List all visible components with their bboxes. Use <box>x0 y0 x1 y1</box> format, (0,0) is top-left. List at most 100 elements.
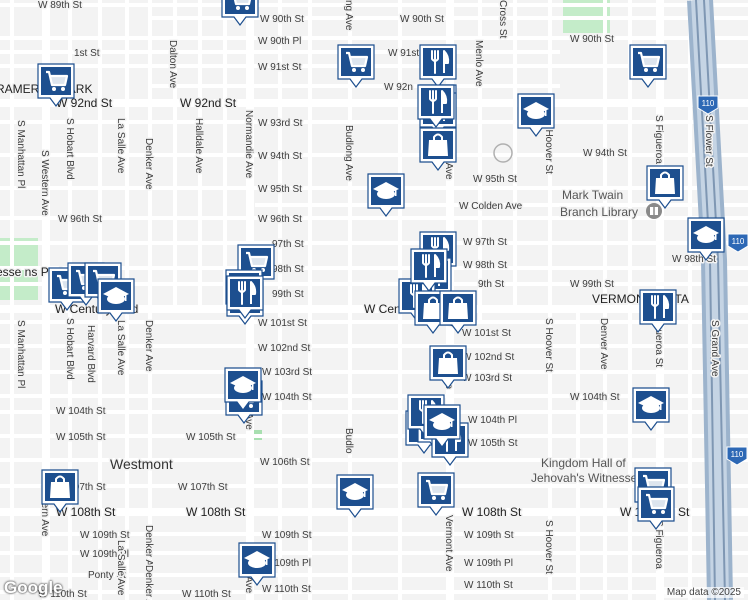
street-label: W 98th St <box>463 260 507 271</box>
restaurant-icon <box>238 281 257 305</box>
grocery-marker[interactable] <box>37 63 75 107</box>
school-marker[interactable] <box>423 404 461 448</box>
grocery-icon <box>46 70 69 91</box>
shopping-icon <box>448 296 468 319</box>
avenue-label: La Salle Ave <box>115 540 126 596</box>
poi-label-library-1: Mark Twain <box>562 188 623 202</box>
grocery-marker[interactable] <box>637 486 675 530</box>
school-icon <box>230 376 256 393</box>
street-label: W 104th St <box>56 406 106 417</box>
shopping-marker[interactable] <box>429 345 467 389</box>
poi-label-kingdom-2: Jehovah's Witnesses <box>531 471 643 485</box>
school-icon <box>429 413 455 430</box>
street-label: 98th St <box>272 264 304 275</box>
restaurant-marker[interactable] <box>417 84 455 128</box>
avenue-label: S Grand Ave <box>709 320 720 377</box>
svg-text:110: 110 <box>731 450 744 459</box>
street-label: W 101st St <box>258 318 307 329</box>
avenue-label: La Salle Ave <box>115 118 126 174</box>
restaurant-marker[interactable] <box>419 44 457 88</box>
street-label: W 110th St <box>262 584 311 595</box>
freeway-shield-mid: 110 <box>727 233 748 253</box>
street-label: W 109th Pl <box>80 549 129 560</box>
street-label: W 91st St <box>258 62 302 73</box>
google-logo: Google <box>4 578 63 597</box>
avenue-label: Harvard Blvd <box>85 325 96 383</box>
school-marker[interactable] <box>687 217 725 261</box>
avenue-label: S Western Ave <box>39 150 50 216</box>
grocery-marker[interactable] <box>629 44 667 88</box>
avenue-label: S Hoover St <box>543 318 554 372</box>
markers-layer <box>37 0 725 586</box>
avenue-label: Denker Ave <box>143 565 154 600</box>
shopping-icon <box>50 475 70 498</box>
street-label: 99th St <box>272 289 304 300</box>
street-label: W 109th St <box>80 530 130 541</box>
avenue-label: Denver Ave <box>598 318 609 370</box>
school-icon <box>523 102 549 119</box>
school-marker[interactable] <box>367 173 405 217</box>
grocery-icon <box>646 493 669 514</box>
avenue-label: S Figueroa <box>653 520 664 569</box>
avenue-label: Dalton Ave <box>167 40 178 89</box>
street-label: W 96th St <box>258 214 302 225</box>
restaurant-icon <box>431 50 450 74</box>
shopping-marker[interactable] <box>646 165 684 209</box>
avenue-label: S Manhattan Pl <box>15 320 26 388</box>
grocery-marker[interactable] <box>221 0 259 26</box>
street-label: W 104th Pl <box>468 415 517 426</box>
school-marker[interactable] <box>238 542 276 586</box>
street-label: W 90th St <box>570 34 614 45</box>
street-label: W 95th St <box>473 174 517 185</box>
street-label: W 94th St <box>583 148 627 159</box>
shopping-marker[interactable] <box>419 127 457 171</box>
grocery-marker[interactable] <box>337 44 375 88</box>
street-label: W 103rd St <box>462 373 512 384</box>
school-marker[interactable] <box>224 367 262 411</box>
street-label: W 89th St <box>38 0 82 11</box>
street-label: W 110th St <box>38 589 87 600</box>
school-icon <box>244 551 270 568</box>
street-label: 9th St <box>478 279 504 290</box>
school-marker[interactable] <box>336 474 374 518</box>
map-attribution[interactable]: Map data ©2025 <box>663 587 744 598</box>
street-label: W Colden Ave <box>459 201 523 212</box>
street-label: W 93rd St <box>258 118 303 129</box>
street-label: W 105th St <box>468 438 518 449</box>
grocery-icon <box>233 0 252 10</box>
street-label: W 90th St <box>400 14 444 25</box>
restaurant-marker[interactable] <box>226 275 264 319</box>
school-icon <box>638 396 664 413</box>
restaurant-marker[interactable] <box>410 248 448 292</box>
school-marker[interactable] <box>97 278 135 322</box>
school-marker[interactable] <box>632 387 670 431</box>
area-label-westmont: Westmont <box>110 456 173 472</box>
shopping-icon <box>423 296 443 319</box>
street-label: W 104th St <box>570 392 620 403</box>
library-icon[interactable] <box>646 203 662 219</box>
shopping-icon <box>428 133 448 156</box>
shopping-icon <box>655 171 675 194</box>
street-label: W 96th St <box>58 214 102 225</box>
grocery-icon <box>426 479 449 500</box>
grocery-icon <box>346 51 369 72</box>
restaurant-marker[interactable] <box>639 289 677 333</box>
street-label: 97th St <box>272 239 304 250</box>
street-label: 1st St <box>74 48 100 59</box>
street-label: W 108th St <box>462 505 522 519</box>
school-marker[interactable] <box>517 93 555 137</box>
grocery-marker[interactable] <box>417 472 455 516</box>
avenue-label: S Hobart Blvd <box>64 118 75 180</box>
school-icon <box>342 483 368 500</box>
avenue-label: Denker Ave <box>143 525 154 577</box>
shopping-marker[interactable] <box>439 290 477 334</box>
street-label: W 94th St <box>258 151 302 162</box>
shopping-marker[interactable] <box>41 469 79 513</box>
street-label: W 99th St <box>570 279 614 290</box>
svg-text:110: 110 <box>702 99 715 108</box>
avenue-label: S Figueroa <box>653 115 664 164</box>
street-label: W 92n <box>384 82 413 93</box>
avenue-label: Normandie Ave <box>243 110 254 179</box>
